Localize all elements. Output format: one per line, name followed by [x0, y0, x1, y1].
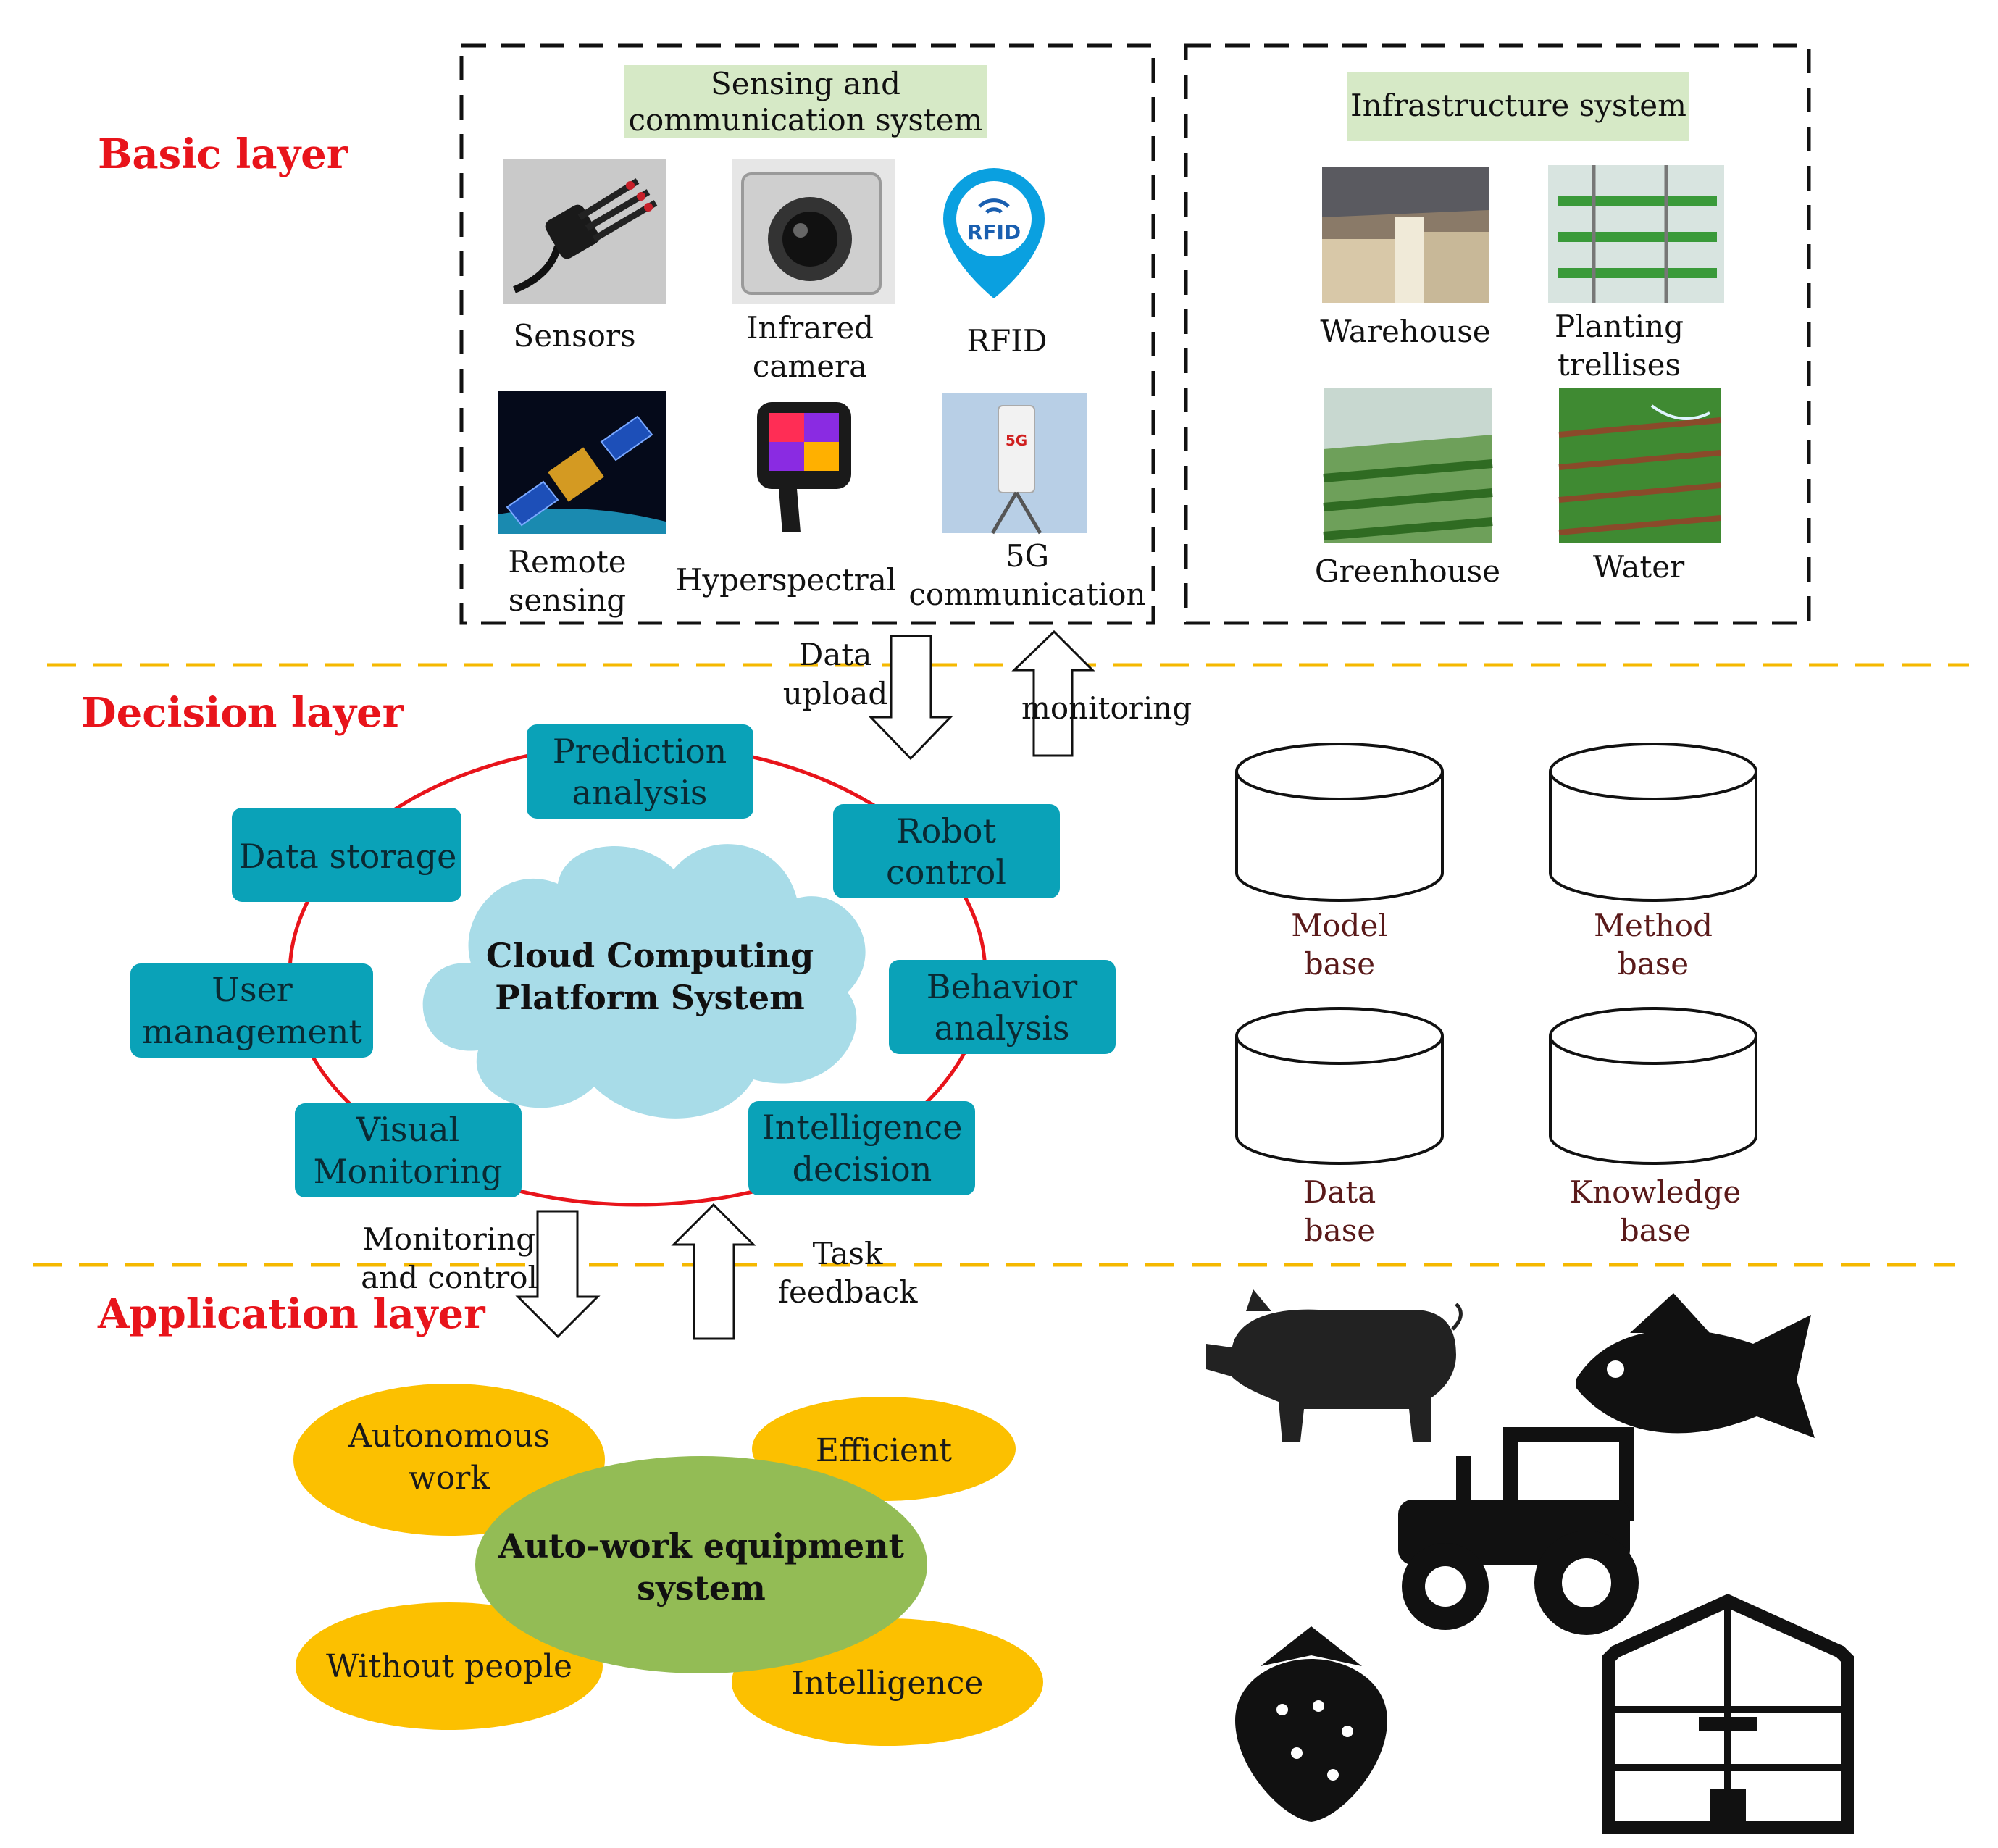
infrastructure-system-header: [1347, 72, 1689, 141]
greenhouse-photo: [1323, 388, 1493, 543]
infrastructure-title: Infrastructure system: [1350, 88, 1686, 123]
cloud-title-line2: Platform System: [495, 978, 805, 1017]
cloud-shape: [422, 844, 866, 1119]
hyperspectral-camera-icon: [757, 402, 851, 532]
prediction-analysis-box: [527, 724, 753, 819]
knowledge-base-cylinder: [1549, 1007, 1757, 1165]
irrigation-photo: [1558, 388, 1721, 543]
method-base-label-line1: Method: [1594, 908, 1713, 943]
tractor-icon: [1398, 1427, 1639, 1635]
task-feedback-arrow: [671, 1203, 756, 1340]
infrared-label-line1: Infrared: [746, 310, 874, 346]
monitoring-arrow: [1011, 630, 1095, 757]
svg-text:5G: 5G: [1006, 432, 1027, 449]
model-base-label-line1: Model: [1291, 908, 1387, 943]
user-label-line1: User: [212, 970, 293, 1009]
model-base-label-line2: base: [1304, 946, 1375, 982]
method-base-label-line2: base: [1618, 946, 1689, 982]
warehouse-photo: [1322, 167, 1489, 303]
sensor-label: Sensors: [513, 318, 635, 354]
model-base-cylinder: [1235, 743, 1444, 902]
basic-layer-title: Basic layer: [98, 130, 349, 178]
behavior-analysis-box: [889, 960, 1116, 1054]
data-base-cylinder: [1235, 1007, 1444, 1165]
pig-icon: [1206, 1289, 1463, 1442]
fish-icon: [1576, 1293, 1815, 1438]
infrastructure-system-frame: [1184, 43, 1811, 625]
infrared-label-line2: camera: [753, 348, 867, 384]
visual-label-line2: Monitoring: [313, 1152, 502, 1191]
remote-sensing-label-line1: Remote: [508, 544, 626, 580]
behavior-label-line2: analysis: [934, 1008, 1069, 1048]
knowledge-base-label-line1: Knowledge: [1570, 1174, 1742, 1210]
data-base-label-line1: Data: [1303, 1174, 1376, 1210]
intelligence-decision-box: [748, 1101, 975, 1195]
robot-label-line1: Robot: [896, 811, 996, 850]
data-base-label-line2: base: [1304, 1213, 1375, 1248]
remote-sensing-label-line2: sensing: [509, 582, 626, 618]
auto-work-label-line2: system: [637, 1568, 766, 1607]
user-management-box: [130, 963, 373, 1058]
sensing-system-frame: [459, 43, 1155, 625]
monitoring-control-label-line2: and control: [361, 1260, 538, 1295]
visual-monitoring-box: [295, 1103, 522, 1197]
robot-control-box: [833, 804, 1060, 898]
data-storage-label: Data storage: [239, 837, 457, 876]
data-upload-label-line2: upload: [783, 676, 888, 711]
decision-layer-title: Decision layer: [81, 689, 405, 737]
satellite-icon: [498, 391, 666, 534]
application-layer-title: Application layer: [97, 1290, 486, 1338]
efficient-label: Efficient: [816, 1432, 953, 1469]
infrared-camera-icon: [732, 159, 895, 304]
rfid-icon: RFID: [943, 168, 1045, 298]
strawberry-icon: [1235, 1626, 1387, 1822]
autonomous-label-line2: work: [409, 1460, 490, 1497]
5g-label-line1: 5G: [1006, 538, 1049, 574]
greenhouse-icon: [1602, 1594, 1854, 1834]
sensing-title-line2: communication system: [629, 102, 983, 138]
greenhouse-label: Greenhouse: [1315, 553, 1500, 589]
5g-label-line2: communication: [908, 577, 1145, 612]
trellis-label-line1: Planting: [1555, 309, 1684, 344]
auto-work-system-oval: [475, 1456, 927, 1673]
hyperspectral-label: Hyperspectral: [676, 562, 896, 598]
planting-trellis-photo: [1548, 165, 1724, 303]
intelligence-decision-label-line2: decision: [793, 1150, 932, 1189]
method-base-cylinder: [1549, 743, 1757, 902]
rfid-label: RFID: [966, 323, 1047, 359]
behavior-label-line1: Behavior: [927, 967, 1077, 1006]
prediction-label-line1: Prediction: [553, 732, 727, 771]
knowledge-base-label-line2: base: [1620, 1213, 1691, 1248]
task-feedback-label-line1: Task: [813, 1236, 883, 1271]
svg-text:RFID: RFID: [967, 220, 1021, 244]
data-storage-box: [232, 808, 461, 902]
visual-label-line1: Visual: [356, 1110, 460, 1149]
autonomous-label-line1: Autonomous: [348, 1418, 550, 1455]
monitoring-control-arrow: [515, 1210, 601, 1339]
sensing-system-header: [624, 65, 987, 138]
soil-sensor-icon: [503, 159, 666, 304]
without-people-label: Without people: [326, 1648, 572, 1685]
sensing-title-line1: Sensing and: [711, 66, 900, 101]
without-people-oval: [296, 1602, 603, 1730]
monitoring-control-label-line1: Monitoring: [363, 1221, 535, 1257]
data-upload-label-line1: Data: [799, 637, 872, 672]
data-upload-arrow: [868, 635, 953, 761]
5g-antenna-icon: 5G: [942, 393, 1087, 535]
warehouse-label: Warehouse: [1320, 314, 1490, 349]
auto-work-label-line1: Auto-work equipment: [498, 1526, 904, 1565]
trellis-label-line2: trellises: [1558, 347, 1681, 382]
intelligence-decision-label-line1: Intelligence: [762, 1108, 963, 1147]
monitoring-label: monitoring: [1021, 690, 1192, 726]
prediction-label-line2: analysis: [572, 773, 707, 812]
intelligence-label: Intelligence: [792, 1665, 984, 1702]
robot-label-line2: control: [886, 853, 1006, 892]
cloud-title-line1: Cloud Computing: [486, 936, 814, 975]
user-label-line2: management: [142, 1012, 362, 1051]
task-feedback-label-line2: feedback: [777, 1274, 918, 1310]
water-label: Water: [1593, 549, 1685, 585]
